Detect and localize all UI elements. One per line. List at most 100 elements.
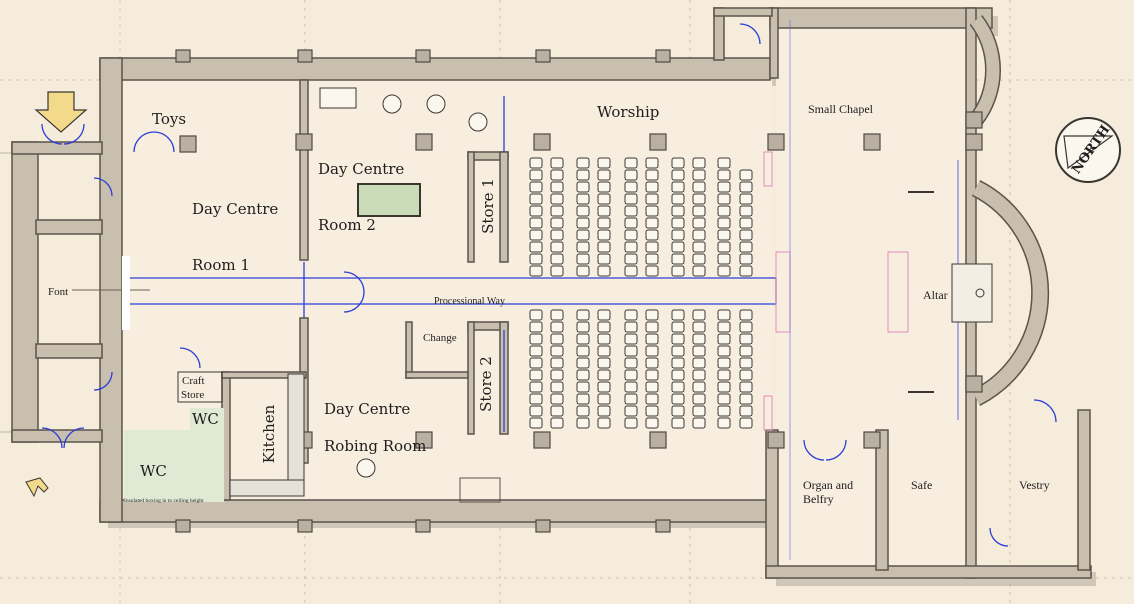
worship-chair <box>576 205 590 217</box>
worship-chair <box>624 157 638 169</box>
worship-chair <box>550 253 564 265</box>
entrance-arrow-icon <box>34 91 88 133</box>
worship-chair <box>597 321 611 333</box>
worship-chair <box>717 157 731 169</box>
worship-chair <box>671 417 685 429</box>
worship-chair <box>597 309 611 321</box>
worship-chair <box>597 265 611 277</box>
label-craft: Craft <box>182 375 205 387</box>
worship-chair <box>624 181 638 193</box>
worship-chair <box>624 321 638 333</box>
worship-chair <box>692 157 706 169</box>
worship-chair <box>671 253 685 265</box>
worship-chair <box>576 157 590 169</box>
worship-chair <box>597 229 611 241</box>
worship-chair <box>624 193 638 205</box>
worship-chair <box>671 169 685 181</box>
worship-chair <box>645 321 659 333</box>
label-altar: Altar <box>923 288 948 302</box>
worship-chair <box>624 357 638 369</box>
worship-chair <box>692 357 706 369</box>
worship-chair <box>550 217 564 229</box>
worship-chair <box>692 369 706 381</box>
altar-table <box>908 191 993 393</box>
worship-chair <box>717 253 731 265</box>
worship-chair <box>671 381 685 393</box>
worship-chair <box>645 405 659 417</box>
worship-chair <box>550 181 564 193</box>
worship-chair <box>739 405 753 417</box>
worship-chair <box>645 417 659 429</box>
label-safe: Safe <box>911 478 932 492</box>
worship-chair <box>529 357 543 369</box>
worship-chair <box>692 405 706 417</box>
worship-chair <box>645 265 659 277</box>
worship-chair <box>576 417 590 429</box>
worship-chair <box>717 345 731 357</box>
worship-chair <box>692 321 706 333</box>
worship-chair <box>671 157 685 169</box>
worship-chair <box>576 405 590 417</box>
worship-chair <box>576 169 590 181</box>
worship-chair <box>645 229 659 241</box>
north-arrow-icon: NORTH <box>1055 117 1121 183</box>
worship-chair <box>739 181 753 193</box>
room-labels: Toys Day Centre Room 1 Font Day Centre R… <box>48 102 1050 506</box>
worship-chair <box>692 253 706 265</box>
worship-chair <box>692 265 706 277</box>
kitchen-wc-fixtures <box>124 371 501 503</box>
worship-chair <box>645 157 659 169</box>
door-swings <box>41 23 1057 547</box>
worship-chair <box>529 321 543 333</box>
cafe-tables <box>319 87 488 478</box>
worship-chair <box>717 169 731 181</box>
worship-chair <box>739 369 753 381</box>
worship-chair <box>597 241 611 253</box>
worship-chair <box>671 333 685 345</box>
worship-chair <box>529 393 543 405</box>
worship-chair <box>739 265 753 277</box>
worship-chair <box>717 369 731 381</box>
worship-chair <box>597 193 611 205</box>
worship-chair <box>671 193 685 205</box>
worship-chair <box>529 417 543 429</box>
worship-chair <box>576 369 590 381</box>
worship-chair <box>717 241 731 253</box>
worship-chair <box>550 417 564 429</box>
worship-chair <box>671 321 685 333</box>
worship-chair <box>671 405 685 417</box>
worship-chair <box>645 205 659 217</box>
worship-chair <box>529 181 543 193</box>
worship-chair <box>671 345 685 357</box>
worship-chair <box>645 369 659 381</box>
worship-chair <box>717 265 731 277</box>
worship-chair <box>624 229 638 241</box>
worship-chair <box>550 333 564 345</box>
label-day-centre-room2: Day Centre <box>318 160 404 178</box>
worship-chair <box>692 309 706 321</box>
worship-chair <box>597 345 611 357</box>
label-change: Change <box>423 332 457 344</box>
label-room2: Room 2 <box>318 216 376 234</box>
worship-chair <box>645 309 659 321</box>
worship-chair <box>550 229 564 241</box>
label-room1: Room 1 <box>192 256 250 274</box>
label-robing-room: Robing Room <box>324 437 426 455</box>
worship-chair <box>645 169 659 181</box>
label-font: Font <box>48 286 68 298</box>
worship-chair <box>576 345 590 357</box>
label-vestry: Vestry <box>1019 478 1050 492</box>
worship-chair <box>645 357 659 369</box>
worship-chair <box>550 241 564 253</box>
worship-chair <box>739 333 753 345</box>
worship-chair <box>597 369 611 381</box>
worship-chair <box>597 417 611 429</box>
worship-chair <box>692 193 706 205</box>
worship-chair <box>550 265 564 277</box>
processional-way <box>72 256 777 330</box>
worship-chair <box>550 321 564 333</box>
worship-chair <box>576 253 590 265</box>
label-organ-line1: Organ and <box>803 478 853 492</box>
worship-chair <box>739 381 753 393</box>
worship-chair <box>550 345 564 357</box>
